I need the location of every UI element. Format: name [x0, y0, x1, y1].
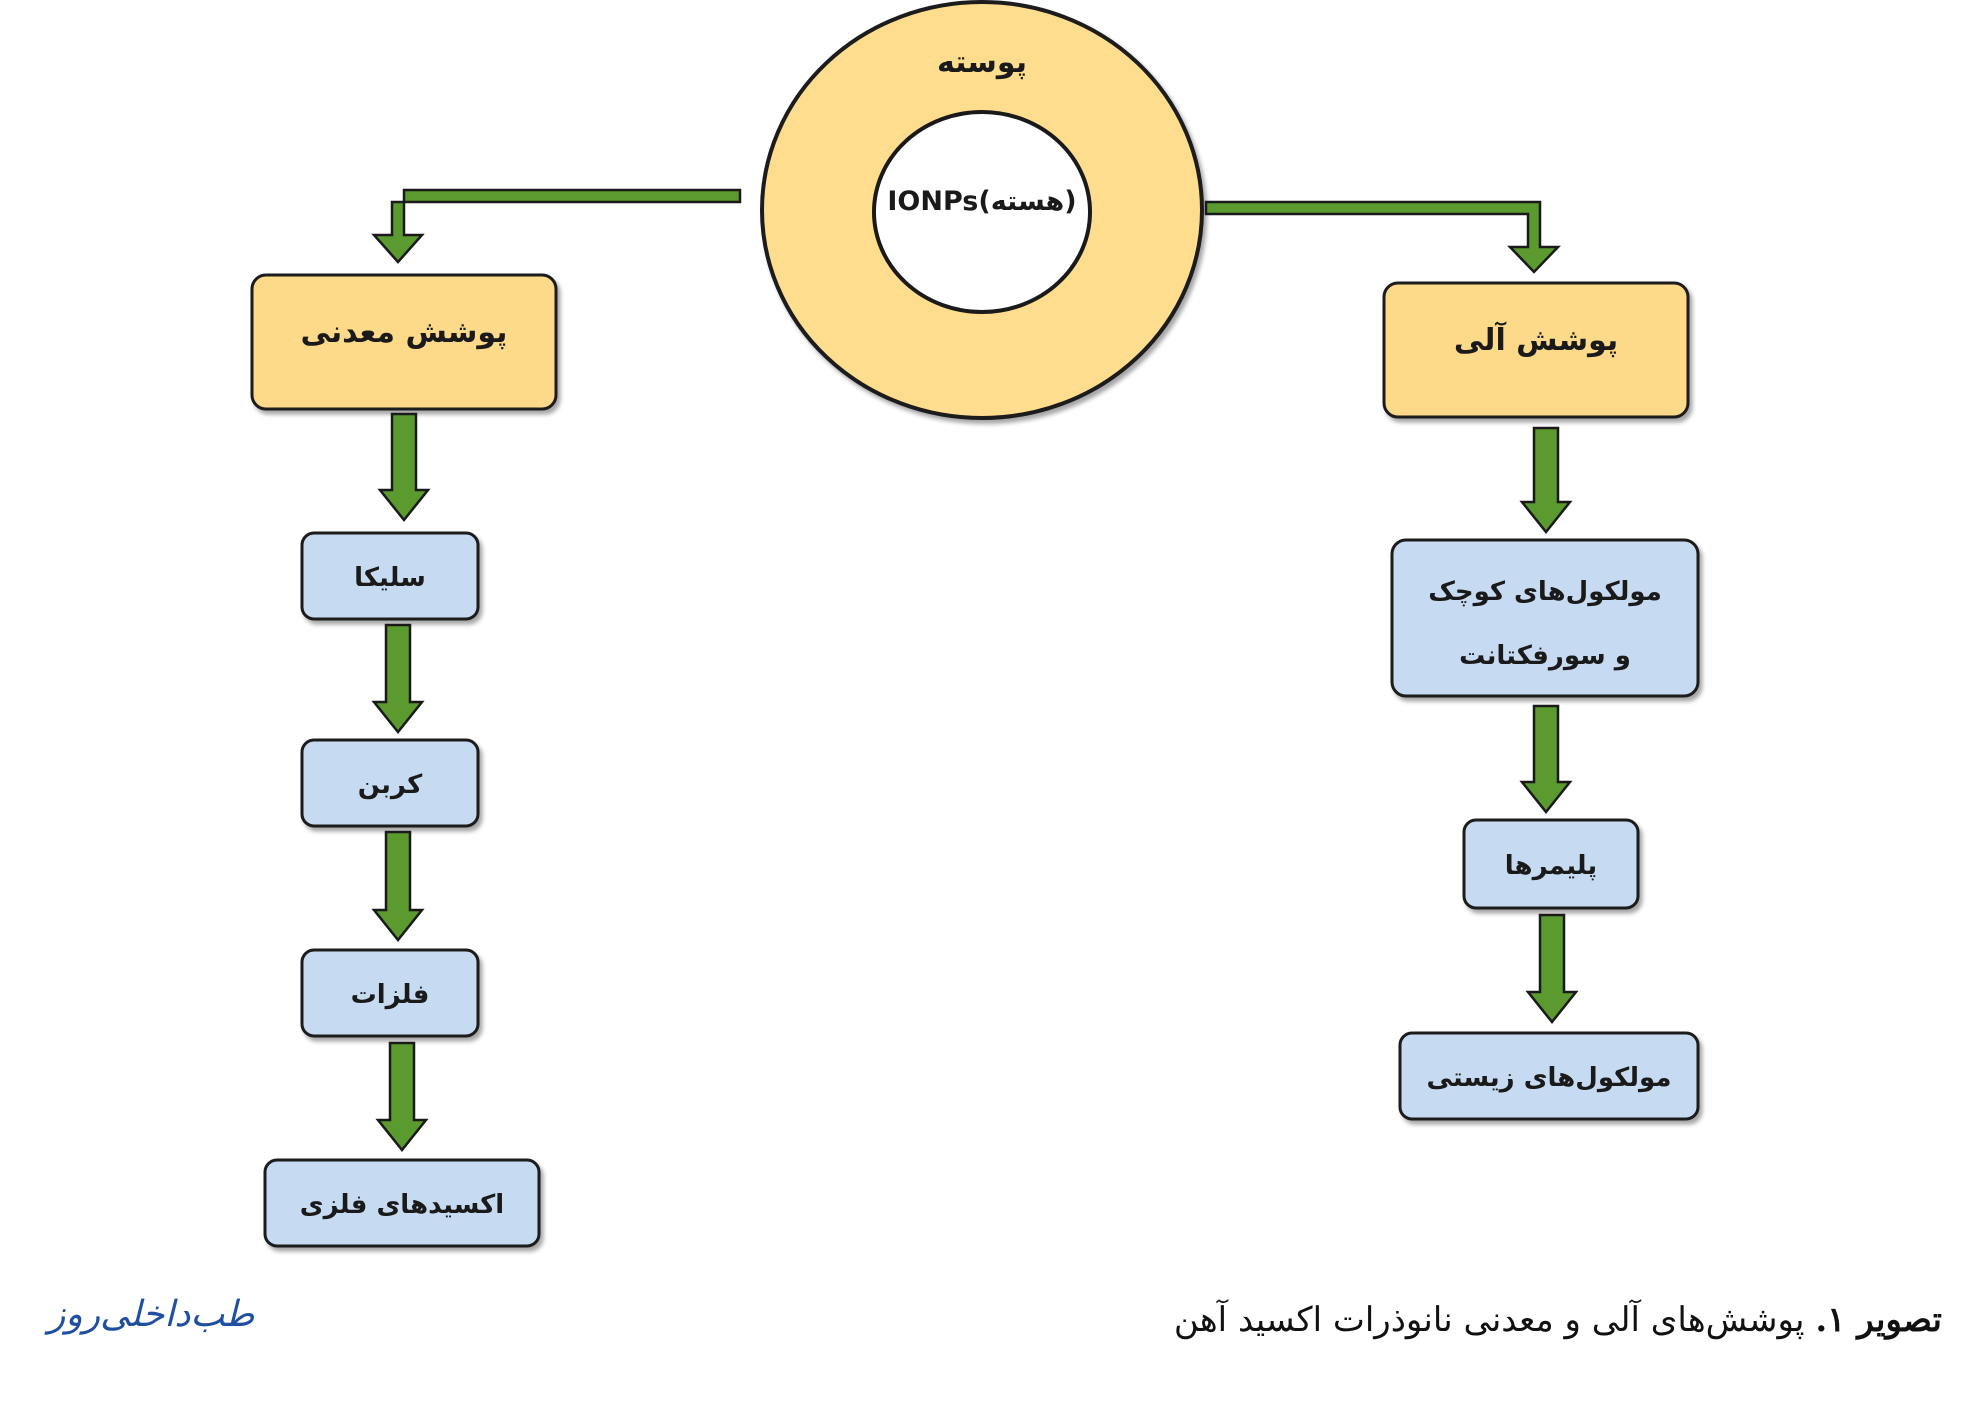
item-label-small-molecules-line2: و سورفکتانت	[1459, 641, 1631, 671]
figure-caption: تصویر ۱. پوشش‌های آلی و معدنی نانوذرات ا…	[1174, 1300, 1942, 1340]
inorganic-header-box	[250, 273, 558, 411]
organic-header-box	[1382, 281, 1690, 419]
organic-branch: پوشش آلی مولکول‌های کوچک و سورفکتانت پلی…	[1382, 281, 1700, 1121]
item-label-metals: فلزات	[351, 980, 430, 1010]
branch-arrow-right	[1204, 200, 1561, 274]
item-box-metals	[300, 948, 480, 1038]
item-box-small-molecules	[1390, 538, 1700, 698]
item-box-carbon	[300, 738, 480, 828]
inorganic-branch: پوشش معدنی سلیکا کربن فلزات اکسیدهای فلز…	[250, 273, 558, 1248]
item-label-carbon: کربن	[358, 770, 423, 800]
arrow-inorganic-3	[371, 830, 425, 943]
core-shell-particle: پوسته IONPs(هسته)	[760, 0, 1204, 420]
arrow-inorganic-1	[377, 412, 431, 523]
item-label-silica: سلیکا	[354, 563, 426, 593]
item-label-biomolecules: مولکول‌های زیستی	[1427, 1063, 1672, 1093]
arrow-organic-2	[1519, 704, 1573, 815]
shell-label: پوسته	[937, 45, 1027, 80]
item-label-small-molecules-line1: مولکول‌های کوچک	[1428, 577, 1662, 607]
organic-header-label: پوشش آلی	[1454, 321, 1618, 358]
arrow-organic-3	[1525, 913, 1579, 1025]
item-label-metal-oxides: اکسیدهای فلزی	[300, 1190, 504, 1220]
inorganic-header-label: پوشش معدنی	[301, 315, 508, 350]
item-box-polymers	[1462, 818, 1640, 910]
arrow-inorganic-2	[371, 623, 425, 735]
figure-caption-label: تصویر ۱.	[1815, 1300, 1942, 1340]
core-circle	[872, 110, 1092, 314]
item-box-silica	[300, 531, 480, 621]
arrow-inorganic-4	[375, 1041, 429, 1153]
item-box-metal-oxides	[263, 1158, 541, 1248]
branch-arrow-left	[371, 188, 742, 264]
core-label: IONPs(هسته)	[887, 186, 1076, 217]
item-box-biomolecules	[1398, 1031, 1700, 1121]
item-label-polymers: پلیمرها	[1505, 851, 1597, 881]
figure-caption-text: پوشش‌های آلی و معدنی نانوذرات اکسید آهن	[1173, 1300, 1816, 1340]
site-logo: طب‌داخلی‌روز	[48, 1294, 255, 1335]
arrow-organic-1	[1519, 426, 1573, 535]
